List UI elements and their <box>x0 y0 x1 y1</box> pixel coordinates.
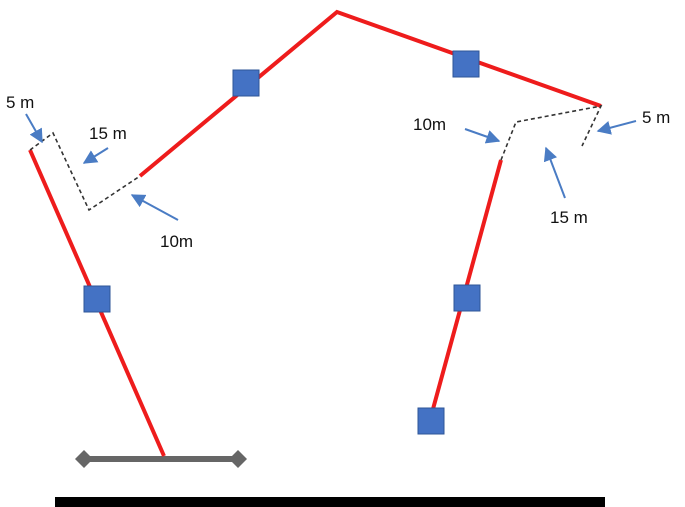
node-right-mid <box>453 284 481 312</box>
top-arch-segment <box>138 9 602 178</box>
label-right-gap-10: 10m <box>413 115 446 134</box>
right-gap-offset <box>500 104 603 161</box>
base-left-diamond <box>75 450 93 468</box>
node-top-left <box>232 69 260 97</box>
label-left-gap-15: 15 m <box>89 124 127 143</box>
base-right-diamond <box>229 450 247 468</box>
arrow-right-10m <box>464 128 501 144</box>
label-right-gap-5: 5 m <box>642 108 670 127</box>
arrow-left-10m <box>130 194 179 221</box>
node-right-bottom <box>417 407 445 435</box>
label-right-gap-15: 15 m <box>550 208 588 227</box>
label-left-gap-5: 5 m <box>6 93 34 112</box>
node-top-right <box>452 50 480 78</box>
arrow-right-5m <box>596 120 637 135</box>
ground-line <box>55 497 605 507</box>
arrow-left-5m <box>25 113 43 144</box>
left-gap-offset <box>29 131 141 212</box>
label-left-gap-10: 10m <box>160 232 193 251</box>
node-left-lower <box>83 285 111 313</box>
arrow-right-15m <box>543 146 566 199</box>
arrow-left-15m <box>82 147 109 164</box>
